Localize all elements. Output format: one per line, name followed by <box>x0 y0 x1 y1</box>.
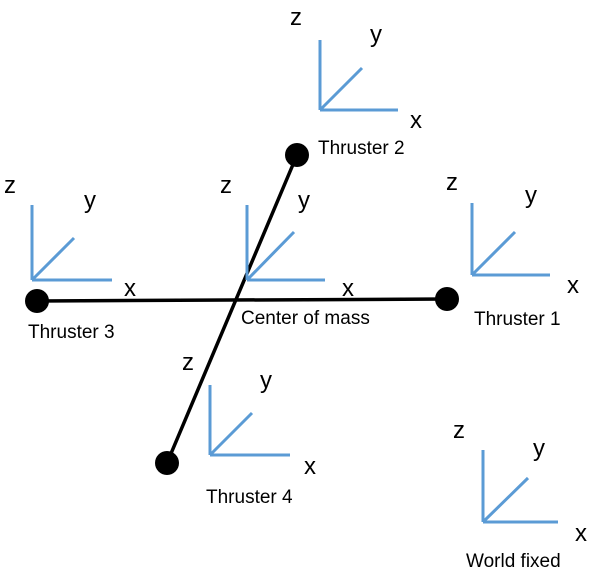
thruster-1-node <box>435 287 459 311</box>
thruster-2-frame: x y z <box>290 4 422 134</box>
thruster-3-frame: yz <box>4 172 112 282</box>
center-of-mass-frame-y-label: y <box>298 187 310 214</box>
world-fixed-frame-x-label: x <box>575 520 587 547</box>
arm-z-lower-label: z <box>182 349 194 376</box>
thruster-4-caption: Thruster 4 <box>206 487 293 508</box>
world-fixed-frame: x y z <box>453 417 587 547</box>
thruster-2-frame-x-label: x <box>410 107 422 134</box>
thruster-1-frame-y-axis <box>470 230 517 277</box>
center-of-mass-caption: Center of mass <box>241 308 370 329</box>
thruster-4-frame: xy <box>208 367 316 480</box>
thruster-3-frame-y-axis <box>30 236 76 282</box>
thruster-2-node <box>285 143 309 167</box>
thruster-2-frame-z-label: z <box>290 4 302 31</box>
arm-thruster-2-to-4 <box>165 153 299 465</box>
thruster-2-frame-y-label: y <box>370 21 382 48</box>
thruster-2-caption: Thruster 2 <box>318 138 405 159</box>
arm-x-left-label: x <box>124 275 136 302</box>
world-fixed-frame-y-label: y <box>533 435 545 462</box>
world-fixed-caption: World fixed <box>466 551 561 572</box>
center-of-mass-frame-y-axis <box>245 230 296 282</box>
center-of-mass-frame-z-label: z <box>220 172 232 199</box>
thruster-3-node <box>25 289 49 313</box>
world-fixed-frame-z-label: z <box>453 417 465 444</box>
thruster-4-frame-x-label: x <box>304 453 316 480</box>
thruster-3-caption: Thruster 3 <box>28 322 115 343</box>
thruster-3-frame-y-label: y <box>84 187 96 214</box>
thruster-1-frame-y-label: y <box>525 182 537 209</box>
thruster-4-frame-y-axis <box>208 411 254 457</box>
center-of-mass-frame: yz <box>220 172 325 282</box>
thruster-1-frame-x-label: x <box>567 272 579 299</box>
arm-thruster-3-to-1 <box>35 297 449 303</box>
thruster-3-frame-z-label: z <box>4 172 16 199</box>
thruster-1-frame-z-label: z <box>446 169 458 196</box>
thruster-4-frame-y-label: y <box>260 367 272 394</box>
arm-x-right-label: x <box>342 275 354 302</box>
world-fixed-frame-y-axis <box>481 476 530 524</box>
thruster-4-node <box>155 451 179 475</box>
thruster-1-caption: Thruster 1 <box>474 309 561 330</box>
thruster-1-frame: x y z <box>446 169 579 299</box>
thruster-2-frame-y-axis <box>318 66 364 112</box>
